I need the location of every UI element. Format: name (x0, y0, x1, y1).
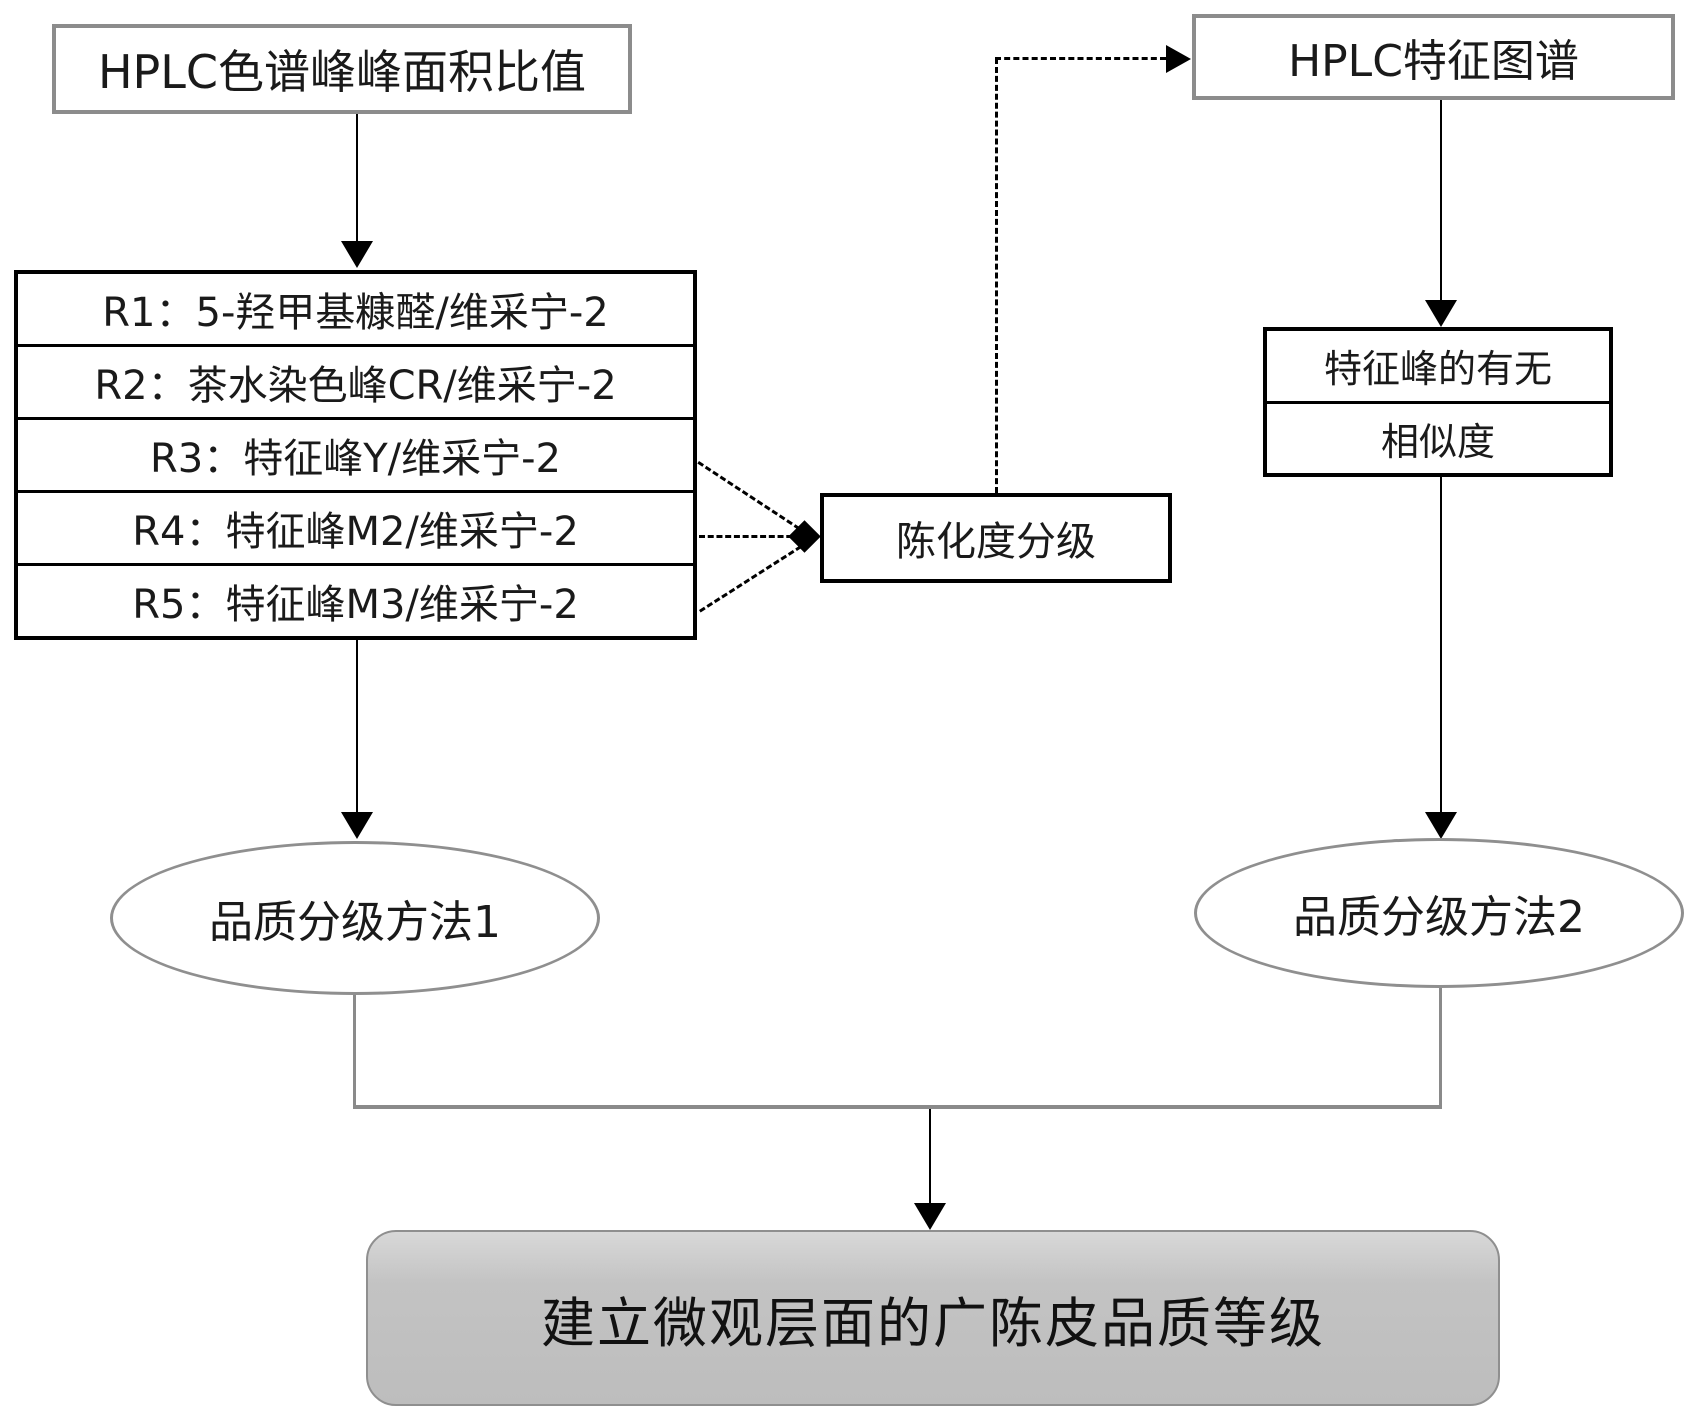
node-quality-method-2: 品质分级方法2 (1194, 838, 1684, 988)
node-feature-criteria: 特征峰的有无 相似度 (1263, 327, 1613, 477)
node-hplc-profile: HPLC特征图谱 (1192, 14, 1675, 100)
feature-row-presence: 特征峰的有无 (1323, 347, 1552, 392)
ratio-row-r5: R5：特征峰M3/维采宁-2 (18, 563, 693, 636)
arrow-peak-to-list-stem (356, 114, 358, 244)
dashed-link-r3-to-aging (697, 461, 808, 535)
arrow-merge-to-result-stem (929, 1109, 931, 1205)
dashed-link-aging-horizontal (995, 57, 1166, 60)
merge-line-right (1439, 988, 1442, 1108)
node-result: 建立微观层面的广陈皮品质等级 (366, 1230, 1500, 1406)
arrow-profile-to-feature-stem (1440, 100, 1442, 303)
dashed-link-r4-to-aging (699, 535, 801, 538)
node-quality-method-2-label: 品质分级方法2 (1293, 892, 1585, 943)
arrow-down-head-icon (1425, 300, 1457, 327)
node-peak-area-ratio: HPLC色谱峰峰面积比值 (52, 24, 632, 114)
feature-row-similarity: 相似度 (1267, 400, 1609, 474)
dashed-link-aging-vertical (995, 58, 998, 493)
arrow-feature-to-method2-stem (1440, 477, 1442, 815)
arrow-list-to-method1-stem (356, 640, 358, 815)
ratio-row-r4: R4：特征峰M2/维采宁-2 (18, 490, 693, 563)
ratio-row-r1: R1：5-羟甲基糠醛/维采宁-2 (102, 290, 609, 336)
arrow-down-head-icon (1425, 812, 1457, 839)
arrow-down-head-icon (341, 241, 373, 268)
merge-line-horizontal (353, 1105, 1442, 1109)
node-quality-method-1-label: 品质分级方法1 (209, 897, 501, 948)
node-result-label: 建立微观层面的广陈皮品质等级 (541, 1291, 1325, 1355)
node-peak-area-ratio-label: HPLC色谱峰峰面积比值 (97, 45, 587, 99)
arrow-down-head-icon (341, 812, 373, 839)
arrow-down-head-icon (914, 1203, 946, 1230)
ratio-row-r3: R3：特征峰Y/维采宁-2 (18, 417, 693, 490)
node-quality-method-1: 品质分级方法1 (110, 841, 600, 995)
arrow-right-head-icon (1166, 45, 1191, 73)
node-ratio-list: R1：5-羟甲基糠醛/维采宁-2 R2：茶水染色峰CR/维采宁-2 R3：特征峰… (14, 270, 697, 640)
node-hplc-profile-label: HPLC特征图谱 (1288, 36, 1579, 87)
dashed-link-r5-to-aging (699, 540, 810, 613)
ratio-row-r2: R2：茶水染色峰CR/维采宁-2 (18, 344, 693, 417)
merge-line-left (353, 995, 356, 1108)
node-aging-grade: 陈化度分级 (820, 493, 1172, 583)
node-aging-grade-label: 陈化度分级 (896, 519, 1096, 565)
